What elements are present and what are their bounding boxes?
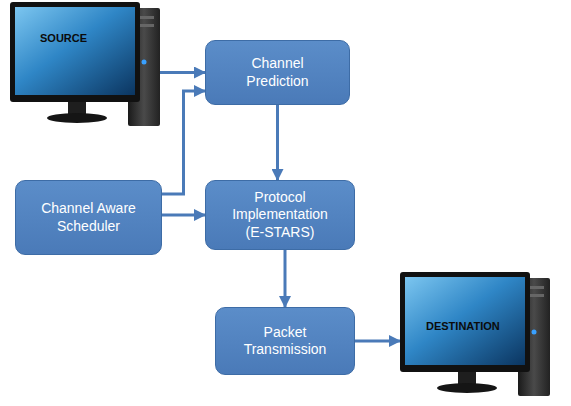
flow-arrow [162,214,205,217]
box-label: Channel Prediction [226,55,329,90]
box-label: Packet Transmission [236,324,334,359]
process-box: Packet Transmission [215,307,355,375]
flow-arrow [284,250,287,307]
flow-arrow [162,91,205,194]
box-label: Channel Aware Scheduler [36,200,141,235]
box-label: Protocol Implementation (E-STARS) [226,189,334,242]
process-box: Channel Aware Scheduler [15,180,162,255]
computer-node: SOURCE [10,2,160,128]
screen-label: SOURCE [40,32,87,44]
flow-arrow [276,105,279,180]
flow-arrow [355,340,400,343]
process-box: Channel Prediction [205,40,350,105]
process-box: Protocol Implementation (E-STARS) [205,180,355,250]
computer-node: DESTINATION [400,272,571,398]
flow-arrow [160,71,205,74]
screen-label: DESTINATION [426,320,500,332]
computer-illustration [10,2,160,128]
